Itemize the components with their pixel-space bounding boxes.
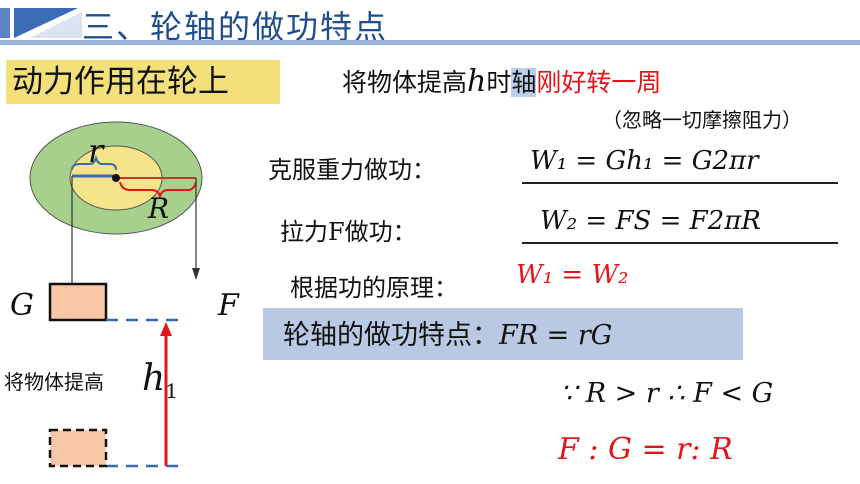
- ratio-text: F : G = r: R: [558, 432, 733, 467]
- label-small-r: r: [88, 132, 104, 170]
- feature-box: [263, 308, 743, 360]
- side-note: 将物体提高: [4, 370, 104, 394]
- weight-bottom: [48, 428, 108, 468]
- work-pull-label: 拉力F做功：: [280, 218, 417, 246]
- intro-axle: 轴: [511, 68, 537, 97]
- title-decoration-icon: [0, 8, 82, 38]
- intro-before: 将物体提高: [342, 68, 468, 97]
- work-pull-underline: [522, 242, 838, 244]
- work-pull-equation: W₂ = FS = F2πR: [540, 206, 761, 236]
- feature-label: 轮轴的做功特点：: [283, 320, 499, 351]
- label-G: G: [10, 288, 34, 323]
- side-note-h: h1: [142, 358, 178, 404]
- label-F: F: [218, 288, 239, 323]
- wheel-axle-diagram: [29, 121, 203, 468]
- intro-red: 刚好转一周: [536, 68, 662, 97]
- highlight-label: 动力作用在轮上: [6, 60, 280, 104]
- feature-text: 轮轴的做功特点：FR = rG: [283, 313, 612, 352]
- intro-mid: 时: [486, 68, 512, 97]
- title-divider: [0, 40, 860, 45]
- friction-note: （忽略一切摩擦阻力）: [602, 108, 802, 132]
- label-big-R: R: [148, 192, 170, 225]
- principle-label: 根据功的原理：: [290, 274, 458, 302]
- intro-text: 将物体提高h时轴刚好转一周: [342, 63, 661, 99]
- condition-text: ∵ R > r ∴ F < G: [560, 378, 774, 409]
- page-title: 三、轮轴的做功特点: [82, 8, 389, 46]
- feature-equation: FR = rG: [499, 320, 613, 351]
- work-gravity-underline: [522, 182, 838, 184]
- weight-top: [48, 282, 108, 322]
- work-gravity-label: 克服重力做功：: [268, 156, 436, 184]
- principle-equation: W₁ = W₂: [516, 260, 629, 290]
- intro-var-h: h: [467, 64, 487, 99]
- work-gravity-equation: W₁ = Gh₁ = G2πr: [530, 146, 759, 176]
